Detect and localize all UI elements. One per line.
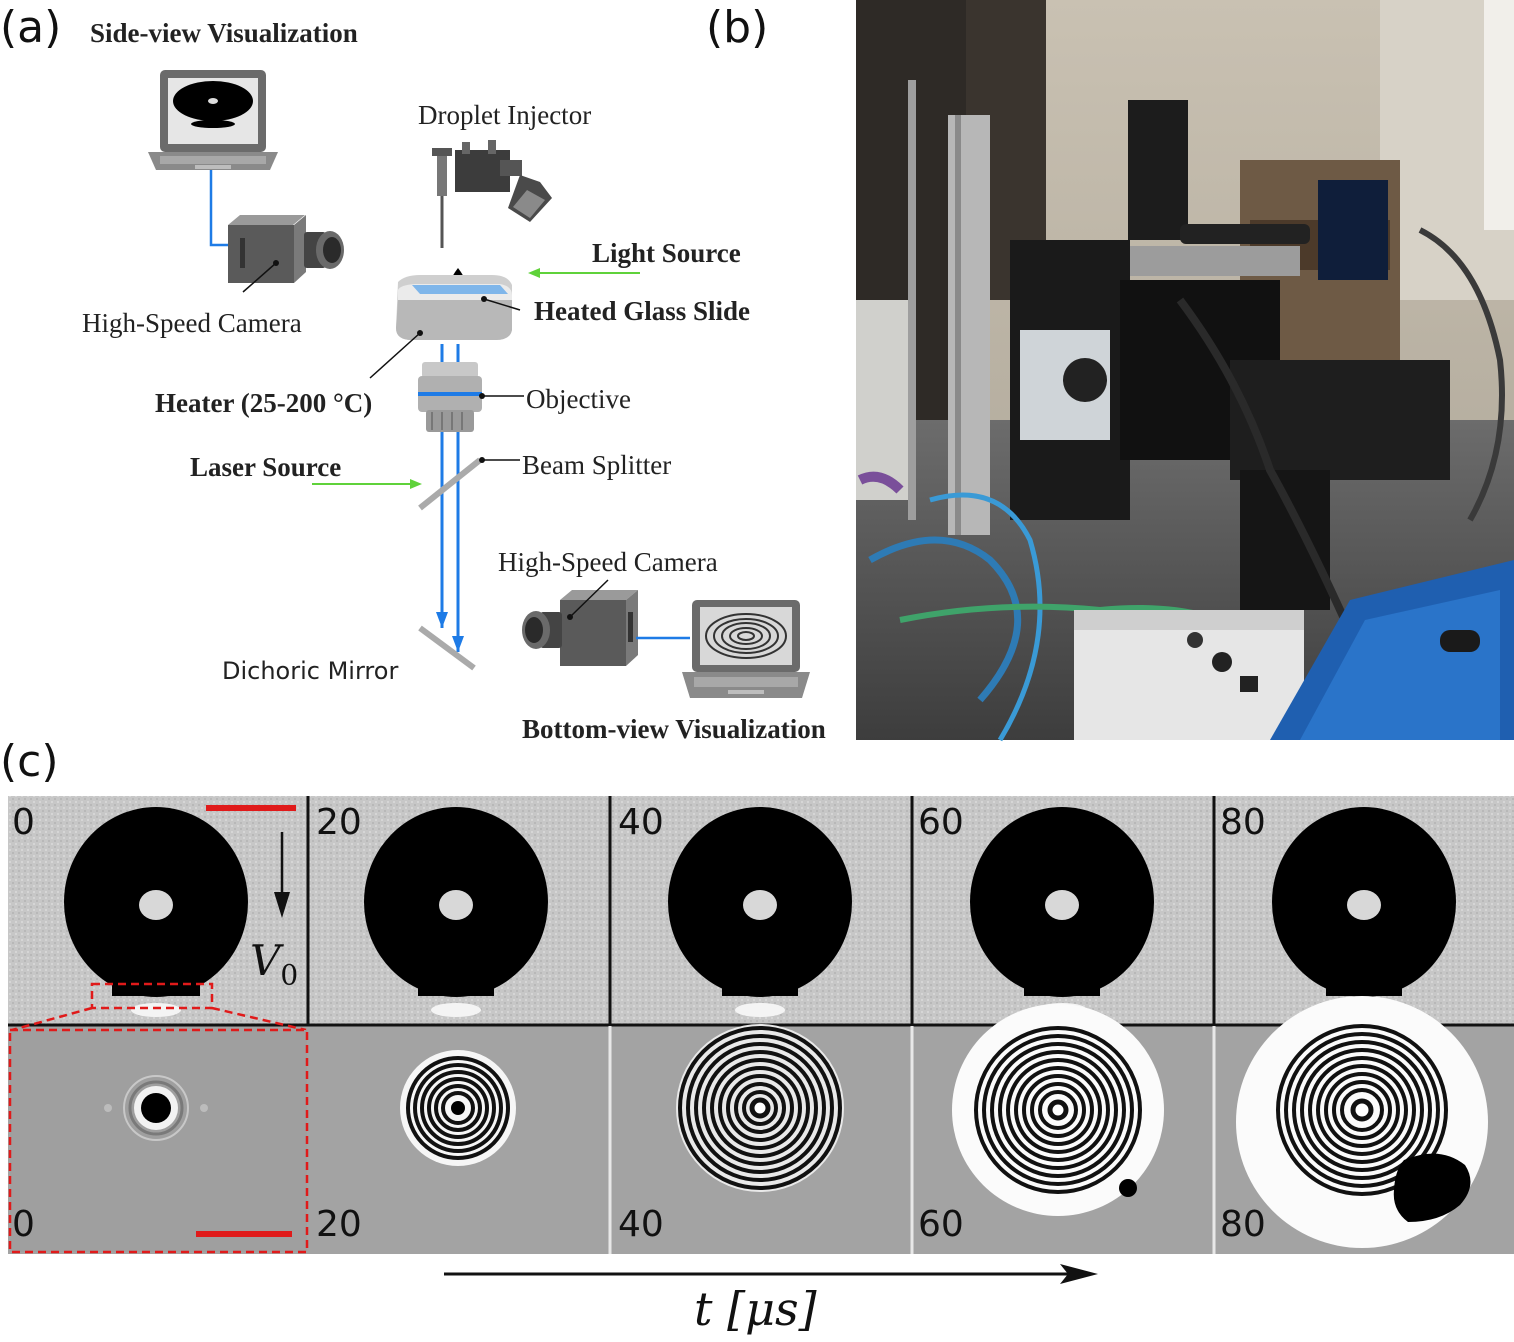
bottom-frame-80 xyxy=(1236,996,1488,1248)
label-bottom-view: Bottom-view Visualization xyxy=(522,714,826,744)
label-camera-top: High-Speed Camera xyxy=(82,308,302,338)
schematic-diagram xyxy=(148,70,810,698)
side-frame-0 xyxy=(64,807,248,1017)
side-frame-40 xyxy=(668,807,852,1017)
lab-photo xyxy=(856,0,1514,742)
laptop-top-icon xyxy=(148,70,278,170)
laptop-bottom-icon xyxy=(682,600,810,698)
droplet-injector-icon xyxy=(432,140,552,248)
side-frame-20 xyxy=(364,807,548,1017)
time-label-top-60: 60 xyxy=(918,802,964,843)
time-arrow-icon xyxy=(1060,1264,1098,1284)
time-label-top-80: 80 xyxy=(1220,802,1266,843)
panel-letter-c: (c) xyxy=(0,736,59,787)
camera-top-icon xyxy=(228,215,344,283)
heater-icon xyxy=(396,275,512,340)
panel-letter-b: (b) xyxy=(706,2,769,53)
time-label-bottom-60: 60 xyxy=(918,1204,964,1245)
beam-splitter-icon xyxy=(418,457,482,511)
time-axis-unit: [μs] xyxy=(727,1282,817,1336)
time-label-top-0: 0 xyxy=(12,802,35,843)
objective-icon xyxy=(418,362,482,432)
velocity-arrow-icon xyxy=(274,892,290,918)
label-heated-glass-slide: Heated Glass Slide xyxy=(534,296,751,326)
camera-bottom-icon xyxy=(522,590,638,666)
dichroic-mirror-icon xyxy=(418,625,476,671)
panel-letter-a: (a) xyxy=(0,2,62,53)
time-label-top-20: 20 xyxy=(316,802,362,843)
velocity-label: V0 xyxy=(250,936,298,991)
label-laser-source: Laser Source xyxy=(190,452,342,482)
label-objective: Objective xyxy=(526,384,631,414)
velocity-symbol: V xyxy=(250,936,281,985)
label-heater: Heater (25-200 °C) xyxy=(155,388,373,418)
time-label-bottom-20: 20 xyxy=(316,1204,362,1245)
label-light-source: Light Source xyxy=(592,238,741,268)
velocity-subscript: 0 xyxy=(280,958,299,992)
time-label-bottom-0: 0 xyxy=(12,1204,35,1245)
label-beam-splitter: Beam Splitter xyxy=(522,450,672,480)
time-label-bottom-40: 40 xyxy=(618,1204,664,1245)
label-side-view: Side-view Visualization xyxy=(90,18,358,48)
bottom-frame-0 xyxy=(104,1075,208,1141)
label-camera-bottom: High-Speed Camera xyxy=(498,547,718,577)
time-label-bottom-80: 80 xyxy=(1220,1204,1266,1245)
label-dichroic-mirror: Dichoric Mirror xyxy=(222,657,399,685)
label-droplet-injector: Droplet Injector xyxy=(418,100,592,130)
time-label-top-40: 40 xyxy=(618,802,664,843)
bottom-frame-60 xyxy=(952,1004,1164,1216)
bottom-frame-20 xyxy=(400,1050,516,1166)
bottom-frame-40 xyxy=(676,1024,844,1192)
time-axis-label: t [μs] xyxy=(694,1282,817,1336)
time-axis-symbol: t xyxy=(694,1282,713,1336)
